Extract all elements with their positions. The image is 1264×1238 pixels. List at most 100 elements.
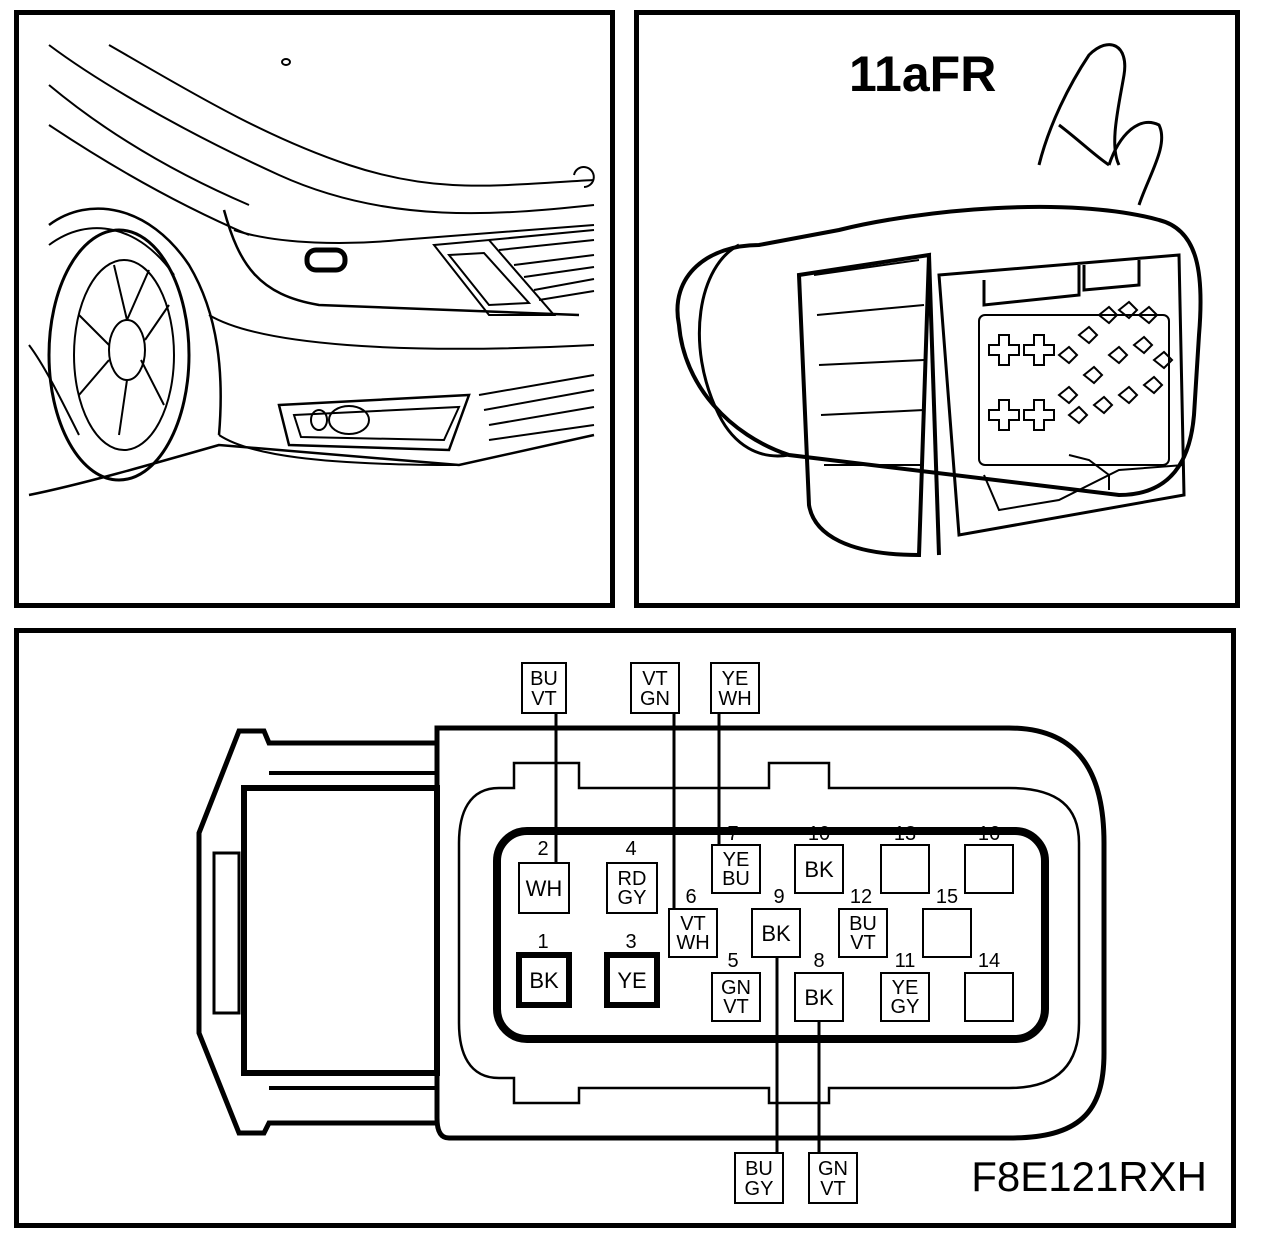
connector-illustration <box>675 43 1203 558</box>
pin-number: 4 <box>625 838 636 860</box>
wire-color: BK <box>529 968 559 993</box>
pin-cavity <box>794 844 844 894</box>
pin-number: 11 <box>895 950 916 972</box>
wire-color: BU <box>849 913 877 935</box>
wire-color: YE <box>722 668 749 690</box>
pinout-diagram: 1BK2WH3YE4RDGY5GNVT6VTWH7YEBU8BK9BK10BK1… <box>196 662 1107 1204</box>
pin-cavity <box>668 908 718 958</box>
wire-color: BK <box>804 857 834 882</box>
pin-cavity <box>794 972 844 1022</box>
pin-number: 5 <box>727 950 738 972</box>
pin-number: 3 <box>625 931 636 953</box>
pin-cavity <box>964 844 1014 894</box>
wire-color: VT <box>680 913 706 935</box>
splice-box <box>521 662 567 714</box>
wire-color: VT <box>531 688 557 710</box>
wire-color: BK <box>804 985 834 1010</box>
wire-color: YE <box>617 968 646 993</box>
side-marker-icon <box>304 247 348 273</box>
wire-color: GN <box>640 688 670 710</box>
housing-outline <box>434 725 1107 1141</box>
wire-color: YE <box>723 849 750 871</box>
hand-icon <box>1037 43 1127 166</box>
connector-view-panel: 11aFR <box>634 10 1240 608</box>
cavity-grid-icon <box>978 300 1174 466</box>
connector-id-label: 11aFR <box>849 46 997 102</box>
splice-box <box>710 662 760 714</box>
pin-2: 2WH <box>518 838 570 914</box>
pin-3: 3YE <box>604 931 660 1008</box>
pin-number: 1 <box>537 931 548 953</box>
pin-cavity <box>516 952 572 1008</box>
wheel-icon <box>47 228 191 482</box>
pin-16: 16 <box>964 823 1014 894</box>
fog-lamp-icon <box>328 405 370 435</box>
pin-number: 8 <box>813 950 824 972</box>
wire-color: WH <box>526 876 563 901</box>
pin-number: 16 <box>978 823 1000 845</box>
pin-cavity <box>922 908 972 958</box>
pin-9: 9BK <box>751 886 801 958</box>
wire-color: VT <box>850 932 876 954</box>
pin-cavity <box>751 908 801 958</box>
wire-color: YE <box>892 977 919 999</box>
wire-color: GN <box>818 1158 848 1180</box>
pin-8: 8BK <box>794 950 844 1022</box>
vehicle-location-panel <box>14 10 615 608</box>
pin-cavity <box>964 972 1014 1022</box>
pin-cavity <box>604 952 660 1008</box>
wire-color: BU <box>530 668 558 690</box>
pin-number: 13 <box>894 823 916 845</box>
wire-color: VT <box>820 1178 846 1200</box>
pin-14: 14 <box>964 950 1014 1022</box>
wire-color: RD <box>618 868 647 890</box>
wire-color: WH <box>718 688 751 710</box>
wire-color: BU <box>745 1158 773 1180</box>
pin-number: 6 <box>685 886 696 908</box>
pin-number: 14 <box>978 950 1000 972</box>
pin-cavity <box>711 972 761 1022</box>
vehicle-front-illustration <box>28 44 595 497</box>
pin-1: 1BK <box>516 931 572 1008</box>
pin-cavity <box>880 844 930 894</box>
wire-color: BU <box>722 868 750 890</box>
wire-color: VT <box>642 668 668 690</box>
pin-cavity <box>711 844 761 894</box>
pin-number: 15 <box>936 886 958 908</box>
pin-number: 9 <box>773 886 784 908</box>
splice-box <box>808 1152 858 1204</box>
wire-color: GY <box>618 887 647 909</box>
pin-number: 12 <box>850 886 872 908</box>
wire-color: VT <box>723 996 749 1018</box>
pin-number: 10 <box>808 823 830 845</box>
wire-color: GY <box>745 1178 774 1200</box>
pin-cavity <box>606 862 658 914</box>
wire-color: BK <box>761 921 791 946</box>
pin-number: 7 <box>727 823 738 845</box>
wire-color: GY <box>891 996 920 1018</box>
pin-cavity <box>880 972 930 1022</box>
pin-cavity <box>838 908 888 958</box>
splice-box <box>734 1152 784 1204</box>
splice-box <box>630 662 680 714</box>
pin-15: 15 <box>922 886 972 958</box>
pin-number: 2 <box>537 838 548 860</box>
pin-13: 13 <box>880 823 930 894</box>
wire-color: WH <box>676 932 709 954</box>
wire-color: GN <box>721 977 751 999</box>
reference-code-label: F8E121RXH <box>971 1153 1207 1200</box>
pin-cavity <box>518 862 570 914</box>
